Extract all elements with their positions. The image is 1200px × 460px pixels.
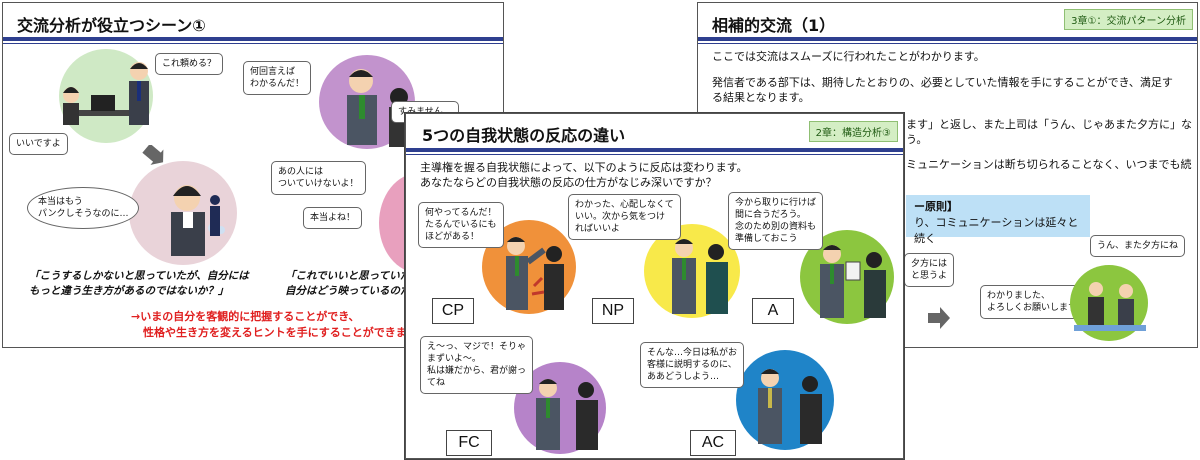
principle-title: ー原則】 [914, 200, 958, 213]
stressed-woman-illustration [171, 185, 225, 256]
speech-bubble-request: これ頼める？ [155, 53, 224, 75]
chapter-tag: 2章：構造分析③ [808, 121, 898, 142]
title-rule-thin [3, 43, 503, 44]
conclusion-line-2: 性格や生き方を変えるヒントを手にすることができます [143, 326, 418, 339]
title-rule-thin [698, 43, 1197, 44]
paragraph-4: ミュニケーションは断ち切られることなく、いつまでも続 [906, 158, 1192, 171]
title-rule [698, 37, 1197, 41]
slide-center[interactable]: 5つの自我状態の反応の違い 2章：構造分析③ 主導権を握る自我状態によって、以下… [405, 113, 904, 459]
chapter-tag: 3章①：交流パターン分析 [1064, 9, 1193, 30]
speech-bubble-see-you: うん、また夕方にね [1090, 235, 1186, 257]
a-illustration [820, 245, 886, 318]
title-rule [3, 37, 503, 41]
speech-bubble-inner-voice: 本当はもう パンクしそうなのに… [27, 187, 140, 229]
paragraph-1: ここでは交流はスムーズに行われたことがわかります。 [712, 50, 985, 63]
title-rule [406, 148, 903, 152]
office-scene-illustration [63, 62, 149, 125]
np-illustration [672, 239, 728, 314]
ac-label: AC [690, 430, 736, 456]
principle-box: ー原則】 り、コミュニケーションは延々と続く [906, 195, 1090, 245]
desk-scene-illustration [1074, 282, 1146, 331]
title-rule-thin [406, 154, 903, 155]
slide-title: 5つの自我状態の反応の違い [422, 126, 626, 145]
conclusion-line-1: →いまの自分を客観的に把握することができ、 [131, 310, 360, 323]
intro-line-1: 主導権を握る自我状態によって、以下のように反応は変わります。 [420, 161, 748, 174]
np-label: NP [592, 298, 634, 324]
ac-illustration [758, 369, 822, 444]
a-speech-bubble: 今から取りに行けば 間に合うだろう。 念のため別の資料も 準備しておこう [728, 192, 824, 250]
quote-right: 「これでいいと思っていたが、 自分はどう映っているのだろ [285, 270, 431, 297]
cp-speech-bubble: 何やってるんだ！ たるんでいるにも ほどがある！ [418, 202, 504, 248]
intro-line-2: あなたならどの自我状態の反応の仕方がなじみ深いですか？ [420, 176, 717, 189]
slide-title: 相補的交流（1） [712, 16, 836, 35]
down-arrow-icon [142, 145, 164, 165]
fc-speech-bubble: え〜っ、マジで！そりゃ まずいよ〜。 私は嫌だから、君が謝っ てね [420, 336, 534, 394]
speech-bubble-evening: 夕方には と思うよ [904, 253, 955, 287]
speech-bubble-ok: いいですよ [9, 133, 68, 155]
right-arrow-icon [928, 307, 950, 329]
fc-label: FC [446, 430, 492, 456]
quote-left: 「こうするしかないと思っていたが、自分には もっと違う生き方があるのではないか？… [29, 270, 249, 297]
cp-illustration [506, 237, 564, 310]
paragraph-3: ます」と返し、また上司は「うん、じゃあまた夕方に」な う。 [906, 118, 1192, 146]
speech-bubble-understood: わかりました、 よろしくお願いします [980, 285, 1085, 319]
speech-bubble-agree: 本当よね！ [303, 207, 363, 229]
ac-speech-bubble: そんな…今日は私がお 客様に説明するのに、 ああどうしよう… [640, 342, 745, 388]
speech-bubble-scold: 何回言えば わかるんだ！ [243, 61, 312, 95]
fc-illustration [536, 379, 598, 450]
principle-text: り、コミュニケーションは延々と続く [914, 216, 1079, 245]
np-speech-bubble: わかった、心配しなくて いい。次から気をつけ ればいいよ [568, 194, 681, 240]
speech-bubble-complaint: あの人には ついていけないよ！ [271, 161, 366, 195]
paragraph-2: 発信者である部下は、期待したとおりの、必要としていた情報を手にすることができ、満… [712, 76, 1173, 104]
cp-label: CP [432, 298, 474, 324]
slide-title: 交流分析が役立つシーン① [17, 16, 206, 35]
a-label: A [752, 298, 794, 324]
